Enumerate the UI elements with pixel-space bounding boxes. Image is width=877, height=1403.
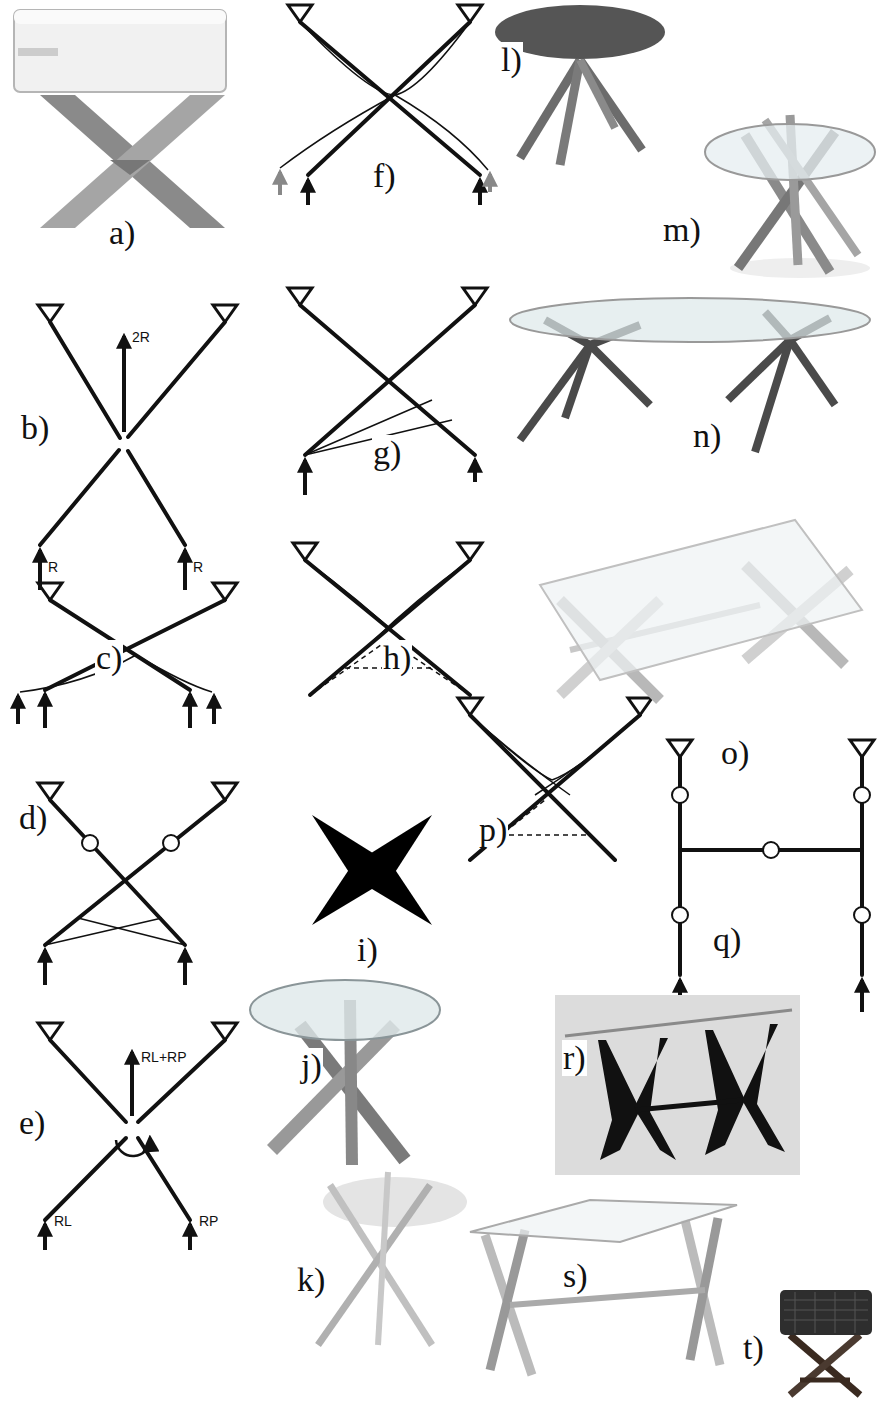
table-photo — [495, 5, 665, 165]
table-photo — [470, 1200, 737, 1375]
table-photo — [510, 298, 870, 452]
force-label: 2R — [131, 330, 151, 345]
panel-label: j) — [300, 1048, 323, 1084]
panel-label: l) — [500, 42, 523, 78]
panel-label: m) — [662, 212, 702, 248]
table-photo — [540, 520, 862, 700]
stool-photo — [780, 1290, 872, 1395]
deflection-lines — [20, 22, 640, 945]
table-photo — [705, 115, 875, 278]
panel-label: r) — [562, 1040, 587, 1076]
panel-label: g) — [372, 435, 402, 471]
panel-label: p) — [478, 812, 508, 848]
panel-label: f) — [372, 158, 397, 194]
moment-arrow — [116, 1138, 150, 1156]
dashed-lines — [310, 640, 615, 860]
panel-label: c) — [95, 640, 123, 676]
force-label: RP — [198, 1214, 219, 1229]
force-label: RL — [53, 1214, 73, 1229]
force-label: R — [192, 560, 204, 575]
panel-label: a) — [108, 215, 136, 251]
table-photo — [250, 980, 440, 1165]
hinge-circles — [82, 787, 870, 923]
panel-label: o) — [720, 735, 750, 771]
support-triangles — [38, 5, 874, 1040]
panel-label: i) — [356, 932, 379, 968]
structure-lines — [40, 22, 862, 1220]
panel-label: d) — [18, 800, 48, 836]
table-photo — [318, 1172, 467, 1345]
table-photo — [555, 995, 800, 1175]
panel-label: h) — [382, 640, 412, 676]
stool-photo — [14, 10, 226, 228]
force-label: R — [47, 560, 59, 575]
panel-label: t) — [742, 1330, 765, 1366]
force-label: RL+RP — [140, 1050, 188, 1065]
panel-label: n) — [692, 418, 722, 454]
panel-label: s) — [562, 1258, 589, 1294]
panel-label: k) — [296, 1262, 326, 1298]
panel-label: e) — [18, 1105, 46, 1141]
panel-label: b) — [20, 410, 50, 446]
panel-label: q) — [712, 922, 742, 958]
tapered-x — [312, 815, 432, 925]
